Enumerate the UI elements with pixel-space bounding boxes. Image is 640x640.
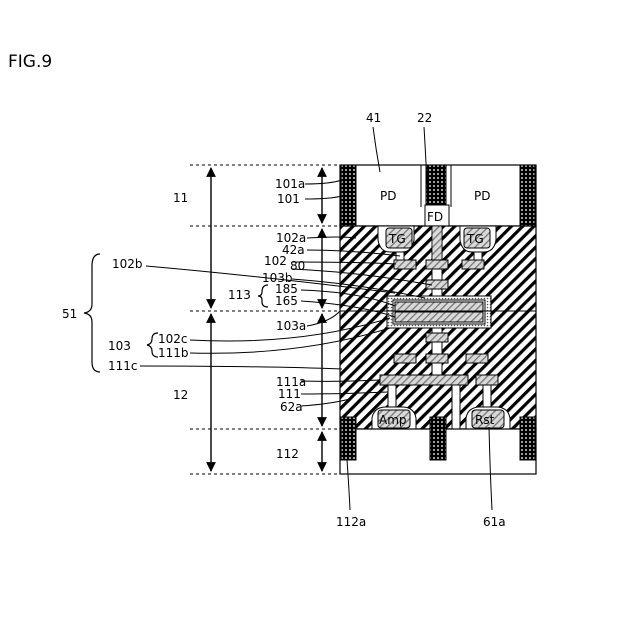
label-112a: 112a [336, 515, 366, 529]
brace-103 [147, 333, 158, 357]
label-fd: FD [427, 210, 443, 224]
label-pd-right: PD [474, 189, 490, 203]
label-12: 12 [173, 388, 188, 402]
label-102: 102 [264, 254, 287, 268]
label-101a: 101a [275, 177, 305, 191]
label-111: 111 [278, 387, 301, 401]
label-102b: 102b [112, 257, 143, 271]
label-111b: 111b [158, 346, 189, 360]
label-111c: 111c [108, 359, 138, 373]
label-11: 11 [173, 191, 188, 205]
brace-113 [258, 285, 268, 307]
wiring-layer [340, 226, 536, 429]
label-103a: 103a [276, 319, 306, 333]
label-rst: Rst [475, 413, 495, 427]
label-165: 165 [275, 294, 298, 308]
isolation-101a-left [341, 165, 356, 226]
isolation-112a [341, 417, 356, 460]
isolation-right [520, 165, 535, 226]
label-tg-left: TG [388, 232, 406, 246]
label-62a: 62a [280, 400, 303, 414]
label-113: 113 [228, 288, 251, 302]
label-102c: 102c [158, 332, 188, 346]
label-22: 22 [417, 111, 432, 125]
label-101: 101 [277, 192, 300, 206]
brace-51 [84, 254, 100, 372]
pad-165 [395, 312, 483, 322]
label-pd-left: PD [380, 189, 396, 203]
label-41: 41 [366, 111, 381, 125]
isolation-center [426, 165, 446, 205]
label-51: 51 [62, 307, 77, 321]
wiring-111a [380, 375, 468, 385]
label-amp: Amp [379, 413, 407, 427]
label-112: 112 [276, 447, 299, 461]
label-tg-right: TG [466, 232, 484, 246]
label-61a: 61a [483, 515, 506, 529]
label-103: 103 [108, 339, 131, 353]
layer-boundary-lines [190, 165, 340, 474]
